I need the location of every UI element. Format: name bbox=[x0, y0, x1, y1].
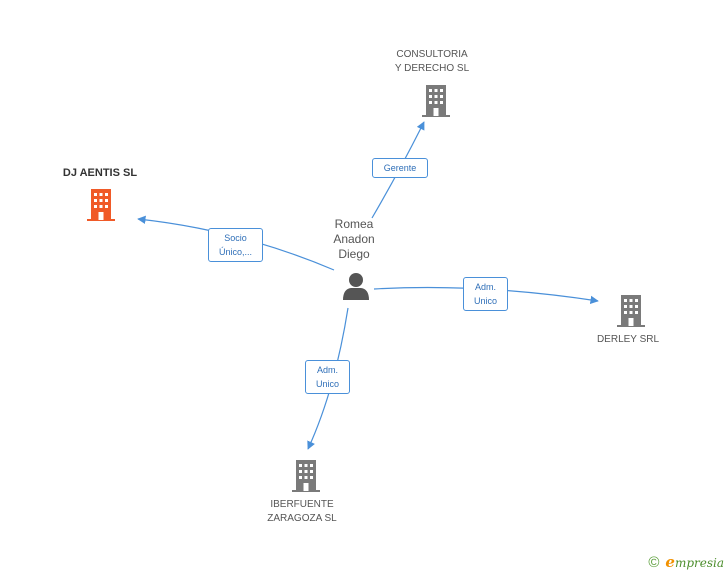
relation-text: Unico bbox=[315, 379, 339, 389]
person-name-line: Anadon bbox=[333, 232, 375, 246]
relation-label-iberfuente[interactable]: Adm. Unico bbox=[305, 360, 350, 394]
building-icon-highlighted[interactable] bbox=[86, 188, 116, 222]
relation-text: Adm. bbox=[474, 282, 496, 292]
company-name-line: Y DERECHO SL bbox=[394, 63, 470, 74]
brand-name: mpresia bbox=[674, 556, 724, 570]
person-name[interactable]: Romea Anadon Diego bbox=[318, 217, 390, 262]
footer-brand: © empresia bbox=[648, 553, 724, 571]
relation-label-consultoria[interactable]: Gerente bbox=[372, 158, 428, 178]
person-name-line: Diego bbox=[338, 247, 370, 261]
company-label-dj-aentis[interactable]: DJ AENTIS SL bbox=[44, 166, 156, 180]
company-label-derley[interactable]: DERLEY SRL bbox=[572, 333, 684, 347]
person-name-line: Romea bbox=[334, 217, 374, 231]
company-name-line: ZARAGOZA SL bbox=[267, 513, 337, 524]
company-label-consultoria[interactable]: CONSULTORIA Y DERECHO SL bbox=[376, 48, 488, 76]
company-name-line: CONSULTORIA bbox=[396, 49, 468, 60]
brand-initial: e bbox=[665, 553, 675, 571]
company-name-line: IBERFUENTE bbox=[270, 499, 334, 510]
relation-text: Único,... bbox=[218, 247, 252, 257]
relation-text: Unico bbox=[473, 296, 497, 306]
building-icon[interactable] bbox=[291, 459, 321, 493]
copyright-icon: © bbox=[648, 553, 660, 571]
brand-logo[interactable]: empresia bbox=[665, 553, 724, 571]
company-name-line: DJ AENTIS SL bbox=[62, 167, 138, 179]
company-name-line: DERLEY SRL bbox=[596, 334, 660, 345]
relation-text: Socio bbox=[224, 233, 247, 243]
building-icon[interactable] bbox=[421, 84, 451, 118]
relation-label-derley[interactable]: Adm. Unico bbox=[463, 277, 508, 311]
relation-text: Gerente bbox=[383, 163, 417, 173]
relation-text: Adm. bbox=[316, 365, 338, 375]
person-icon[interactable] bbox=[341, 271, 371, 301]
building-icon[interactable] bbox=[616, 294, 646, 328]
company-label-iberfuente[interactable]: IBERFUENTE ZARAGOZA SL bbox=[246, 498, 358, 526]
relation-label-dj-aentis[interactable]: Socio Único,... bbox=[208, 228, 263, 262]
